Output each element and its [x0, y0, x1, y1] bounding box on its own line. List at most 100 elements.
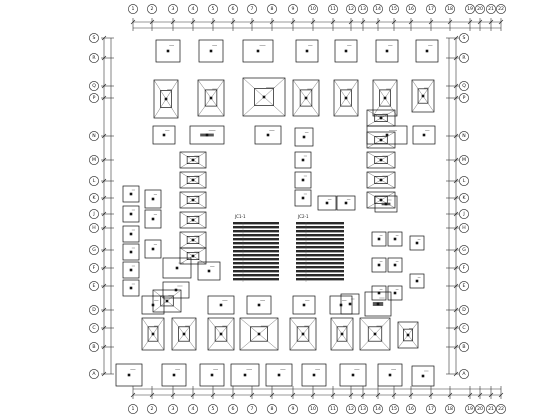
svg-text:2: 2 — [151, 6, 154, 12]
axis-bubble-left-S: S — [89, 33, 99, 43]
svg-text:L: L — [93, 178, 96, 184]
axis-bubble-right-K: K — [459, 193, 469, 203]
svg-text:D: D — [462, 307, 466, 313]
axis-bubble-left-J: J — [89, 209, 99, 219]
axis-bubble-right-N: N — [459, 131, 469, 141]
footing — [366, 109, 396, 127]
footing — [179, 171, 207, 189]
footing — [152, 289, 182, 313]
svg-text:14: 14 — [375, 6, 381, 12]
svg-text:3: 3 — [172, 406, 175, 412]
axis-bubble-top-15: 15 — [389, 4, 399, 14]
svg-text:12: 12 — [348, 406, 354, 412]
axis-bubble-bottom-1: 1 — [128, 404, 138, 414]
footing — [329, 295, 353, 315]
axis-bubble-bottom-14: 14 — [373, 404, 383, 414]
svg-text:5: 5 — [212, 6, 215, 12]
footing — [242, 77, 286, 117]
axis-bubble-right-R: R — [459, 53, 469, 63]
svg-text:K: K — [462, 195, 466, 201]
svg-text:15: 15 — [391, 6, 397, 12]
schedule-table: JC1-1 — [233, 214, 279, 282]
footing — [198, 39, 224, 63]
axis-bubble-top-22: 22 — [496, 4, 506, 14]
axis-bubble-right-A: A — [459, 369, 469, 379]
axis-bubble-right-D: D — [459, 305, 469, 315]
footing — [301, 363, 327, 387]
footing — [317, 195, 337, 211]
axis-bubble-bottom-21: 21 — [486, 404, 496, 414]
svg-text:18: 18 — [447, 6, 453, 12]
axis-bubble-top-2: 2 — [147, 4, 157, 14]
axis-bubble-bottom-9: 9 — [288, 404, 298, 414]
footing — [179, 191, 207, 209]
axis-bubble-right-S: S — [459, 33, 469, 43]
axis-bubble-right-P: P — [459, 93, 469, 103]
svg-text:6: 6 — [232, 6, 235, 12]
footing — [179, 247, 207, 265]
footing — [292, 295, 316, 315]
svg-text:B: B — [462, 344, 465, 350]
axis-bubble-bottom-10: 10 — [308, 404, 318, 414]
svg-text:R: R — [462, 55, 466, 61]
footing — [415, 39, 439, 63]
svg-text:H: H — [462, 225, 465, 231]
footing — [155, 39, 181, 63]
axis-bubble-bottom-7: 7 — [247, 404, 257, 414]
footing — [239, 317, 279, 351]
footing — [161, 363, 187, 387]
footing — [372, 79, 398, 117]
axis-bubble-right-F: F — [459, 263, 469, 273]
grid-layer — [101, 18, 504, 399]
axis-bubble-bottom-20: 20 — [475, 404, 485, 414]
schedule-title: JC1-1 — [234, 214, 246, 219]
axis-bubble-left-B: B — [89, 342, 99, 352]
footing — [387, 231, 403, 247]
svg-text:6: 6 — [232, 406, 235, 412]
axis-bubble-top-17: 17 — [426, 4, 436, 14]
axis-bubble-top-16: 16 — [406, 4, 416, 14]
svg-text:A: A — [92, 371, 96, 377]
footing — [371, 257, 387, 273]
axis-bubble-left-G: G — [89, 245, 99, 255]
svg-text:20: 20 — [477, 406, 483, 412]
footing — [292, 79, 320, 117]
svg-text:12: 12 — [348, 6, 354, 12]
footing — [366, 171, 396, 189]
footing — [336, 195, 356, 211]
axis-bubble-right-J: J — [459, 209, 469, 219]
axis-bubble-top-20: 20 — [475, 4, 485, 14]
axis-bubble-left-R: R — [89, 53, 99, 63]
axis-bubble-bottom-11: 11 — [328, 404, 338, 414]
svg-text:10: 10 — [310, 6, 316, 12]
axis-bubble-bottom-22: 22 — [496, 404, 506, 414]
svg-text:S: S — [463, 35, 466, 41]
axis-bubble-bottom-6: 6 — [228, 404, 238, 414]
svg-text:15: 15 — [391, 406, 397, 412]
axis-bubble-top-3: 3 — [168, 4, 178, 14]
footing — [359, 317, 391, 351]
axis-bubble-left-M: M — [89, 155, 99, 165]
svg-text:10: 10 — [310, 406, 316, 412]
svg-text:C: C — [462, 325, 465, 331]
svg-text:19: 19 — [467, 406, 473, 412]
footing — [230, 363, 260, 387]
axis-bubble-bottom-5: 5 — [208, 404, 218, 414]
svg-text:Q: Q — [92, 83, 96, 89]
svg-text:2: 2 — [151, 406, 154, 412]
footing — [141, 317, 165, 351]
axis-bubble-bottom-8: 8 — [267, 404, 277, 414]
footing — [334, 39, 358, 63]
footing — [122, 243, 140, 261]
axis-bubble-left-Q: Q — [89, 81, 99, 91]
footing — [374, 195, 398, 213]
axis-bubble-right-Q: Q — [459, 81, 469, 91]
svg-text:19: 19 — [467, 6, 473, 12]
svg-text:1: 1 — [132, 6, 135, 12]
svg-text:7: 7 — [251, 406, 254, 412]
svg-text:14: 14 — [375, 406, 381, 412]
axis-bubble-bottom-15: 15 — [389, 404, 399, 414]
svg-text:16: 16 — [408, 406, 414, 412]
